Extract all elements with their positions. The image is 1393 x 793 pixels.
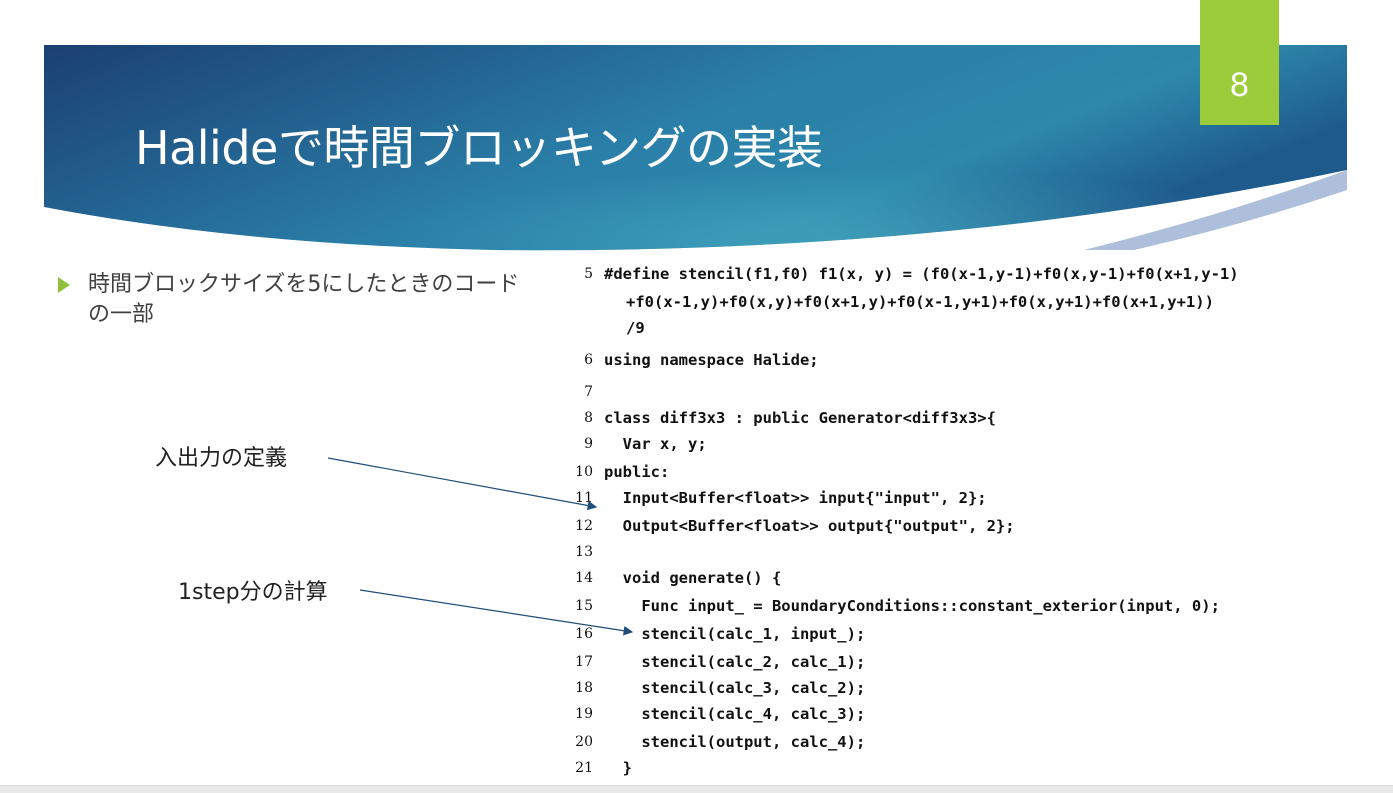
title-banner <box>44 45 1347 255</box>
line-number: 12 <box>575 518 593 534</box>
line-number: 9 <box>584 436 593 452</box>
slide-title: Halideで時間ブロッキングの実装 <box>135 121 823 175</box>
code-text: class diff3x3 : public Generator<diff3x3… <box>604 409 996 427</box>
code-text: public: <box>604 463 670 481</box>
annotation-io-definition: 入出力の定義 <box>155 446 288 471</box>
line-number: 16 <box>575 626 593 642</box>
bullet-triangle-icon <box>58 277 70 293</box>
line-number: 21 <box>575 760 593 776</box>
line-number: 15 <box>575 598 593 614</box>
page-number-badge: 8 <box>1200 0 1279 125</box>
page-number: 8 <box>1230 66 1249 104</box>
footer-strip <box>0 785 1393 793</box>
line-number: 13 <box>575 544 593 560</box>
code-text: #define stencil(f1,f0) f1(x, y) = (f0(x-… <box>604 265 1239 283</box>
line-number: 5 <box>584 266 593 282</box>
title-banner-shape <box>44 45 1347 251</box>
code-text: +f0(x-1,y)+f0(x,y)+f0(x+1,y)+f0(x-1,y+1)… <box>626 293 1214 311</box>
arrow-io-definition <box>327 457 598 511</box>
code-text: Func input_ = BoundaryConditions::consta… <box>604 597 1220 615</box>
code-text: stencil(calc_2, calc_1); <box>604 653 866 671</box>
code-text: stencil(calc_3, calc_2); <box>604 679 866 697</box>
line-number: 7 <box>584 384 593 400</box>
line-number: 8 <box>584 410 593 426</box>
code-text: /9 <box>626 319 645 337</box>
code-text: using namespace Halide; <box>604 351 819 369</box>
line-number: 17 <box>575 654 593 670</box>
arrow-one-step <box>359 589 634 636</box>
code-text: void generate() { <box>604 569 782 587</box>
code-text: Input<Buffer<float>> input{"input", 2}; <box>604 489 987 507</box>
code-text: stencil(output, calc_4); <box>604 733 866 751</box>
line-number: 10 <box>575 464 593 480</box>
line-number: 19 <box>575 706 593 722</box>
code-text: stencil(calc_1, input_); <box>604 625 866 643</box>
code-text: Output<Buffer<float>> output{"output", 2… <box>604 517 1015 535</box>
annotation-one-step: 1step分の計算 <box>178 580 328 605</box>
bullet-text: 時間ブロックサイズを5にしたときのコードの一部 <box>88 272 520 327</box>
code-text: stencil(calc_4, calc_3); <box>604 705 866 723</box>
code-text: } <box>604 759 632 777</box>
code-text: Var x, y; <box>604 435 707 453</box>
line-number: 20 <box>575 734 593 750</box>
line-number: 6 <box>584 352 593 368</box>
line-number: 14 <box>575 570 593 586</box>
line-number: 18 <box>575 680 593 696</box>
line-number: 11 <box>575 490 593 506</box>
bullet-item: 時間ブロックサイズを5にしたときのコードの一部 <box>58 270 538 330</box>
